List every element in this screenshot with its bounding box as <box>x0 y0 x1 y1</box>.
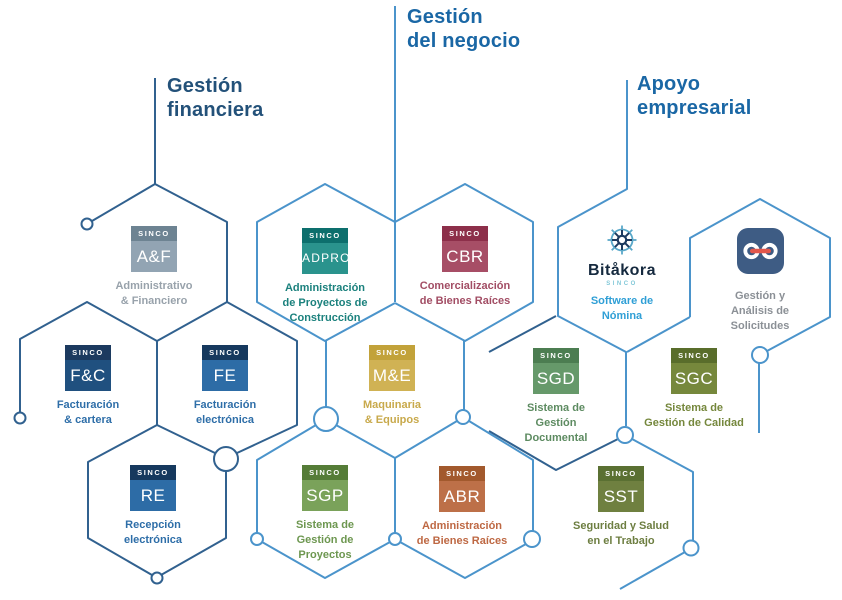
product-card-sgp[interactable]: SINCO SGP Sistema de Gestión de Proyecto… <box>250 465 400 563</box>
product-acronym-adpro: ADPRO <box>302 243 349 274</box>
product-card-bitakora[interactable]: Bitåkora SINCO Software de Nómina <box>547 224 697 324</box>
product-acronym-fc: F&C <box>65 360 111 391</box>
ship-wheel-icon <box>607 225 637 255</box>
chain-link-icon <box>736 228 784 274</box>
sinco-brand-tag: SINCO <box>606 281 638 287</box>
product-card-sgd[interactable]: SINCO SGD Sistema de Gestión Documental <box>481 348 631 446</box>
sinco-brand-tag: SINCO <box>302 465 348 480</box>
product-acronym-af: A&F <box>131 241 177 272</box>
product-caption-fc: Facturación & cartera <box>56 399 120 426</box>
product-acronym-sgp: SGP <box>302 480 348 511</box>
product-acronym-fe: FE <box>202 360 248 391</box>
product-acronym-sgc: SGC <box>671 363 717 394</box>
product-caption-fe: Facturación electrónica <box>193 399 257 426</box>
product-acronym-cbr: CBR <box>442 241 488 272</box>
sinco-brand-tag: SINCO <box>439 466 485 481</box>
product-caption-adpro: Administración de Proyectos de Construcc… <box>282 282 368 324</box>
sinco-brand-tag: SINCO <box>533 348 579 363</box>
sinco-brand-tag: SINCO <box>302 228 348 243</box>
product-card-fc[interactable]: SINCO F&C Facturación & cartera <box>13 345 163 428</box>
blue-lines <box>250 6 831 590</box>
section-title-gestion-financiera: Gestión financiera <box>167 75 264 121</box>
product-card-fe[interactable]: SINCO FE Facturación electrónica <box>150 345 300 428</box>
product-card-me[interactable]: SINCO M&E Maquinaria & Equipos <box>317 345 467 428</box>
product-acronym-re: RE <box>130 480 176 511</box>
product-card-adpro[interactable]: SINCO ADPRO Administración de Proyectos … <box>250 228 400 326</box>
product-caption-cbr: Comercialización de Bienes Raíces <box>419 280 511 307</box>
sinco-brand-tag: SINCO <box>598 466 644 481</box>
sinco-brand-tag: SINCO <box>671 348 717 363</box>
product-caption-sgc: Sistema de Gestión de Calidad <box>644 402 744 429</box>
product-caption-af: Administrativo & Financiero <box>115 280 193 307</box>
sinco-brand-tag: SINCO <box>442 226 488 241</box>
product-caption-re: Recepción electrónica <box>123 519 183 546</box>
product-caption-sgd: Sistema de Gestión Documental <box>524 402 588 444</box>
product-card-sst[interactable]: SINCO SST Seguridad y Salud en el Trabaj… <box>546 466 696 549</box>
sinco-brand-tag: SINCO <box>369 345 415 360</box>
sinco-brand-tag: SINCO <box>130 465 176 480</box>
product-caption-bitakora: Software de Nómina <box>590 295 654 322</box>
sinco-brand-tag: SINCO <box>131 226 177 241</box>
sinco-brand-tag: SINCO <box>202 345 248 360</box>
sinco-brand-tag: SINCO <box>65 345 111 360</box>
section-title-apoyo-empresarial: Apoyo empresarial <box>637 73 752 119</box>
product-caption-sst: Seguridad y Salud en el Trabajo <box>573 520 669 547</box>
product-card-re[interactable]: SINCO RE Recepción electrónica <box>78 465 228 548</box>
product-acronym-me: M&E <box>369 360 415 391</box>
product-caption-gestion-solicitudes: Gestión y Análisis de Solicitudes <box>730 290 790 332</box>
product-acronym-sgd: SGD <box>533 363 579 394</box>
product-card-cbr[interactable]: SINCO CBR Comercialización de Bienes Raí… <box>390 226 540 309</box>
product-card-sgc[interactable]: SINCO SGC Sistema de Gestión de Calidad <box>619 348 769 431</box>
product-caption-abr: Administración de Bienes Raíces <box>416 520 508 547</box>
section-title-gestion-del-negocio: Gestión del negocio <box>407 6 521 52</box>
product-acronym-abr: ABR <box>439 481 485 512</box>
product-card-abr[interactable]: SINCO ABR Administración de Bienes Raíce… <box>387 466 537 549</box>
product-card-gestion-solicitudes[interactable]: Gestión y Análisis de Solicitudes <box>685 228 835 334</box>
product-card-af[interactable]: SINCO A&F Administrativo & Financiero <box>79 226 229 309</box>
product-caption-sgp: Sistema de Gestión de Proyectos <box>295 519 355 561</box>
navy-lines <box>13 78 619 585</box>
bitakora-logo-name: Bitåkora <box>587 262 657 279</box>
product-acronym-sst: SST <box>598 481 644 512</box>
product-caption-me: Maquinaria & Equipos <box>362 399 422 426</box>
